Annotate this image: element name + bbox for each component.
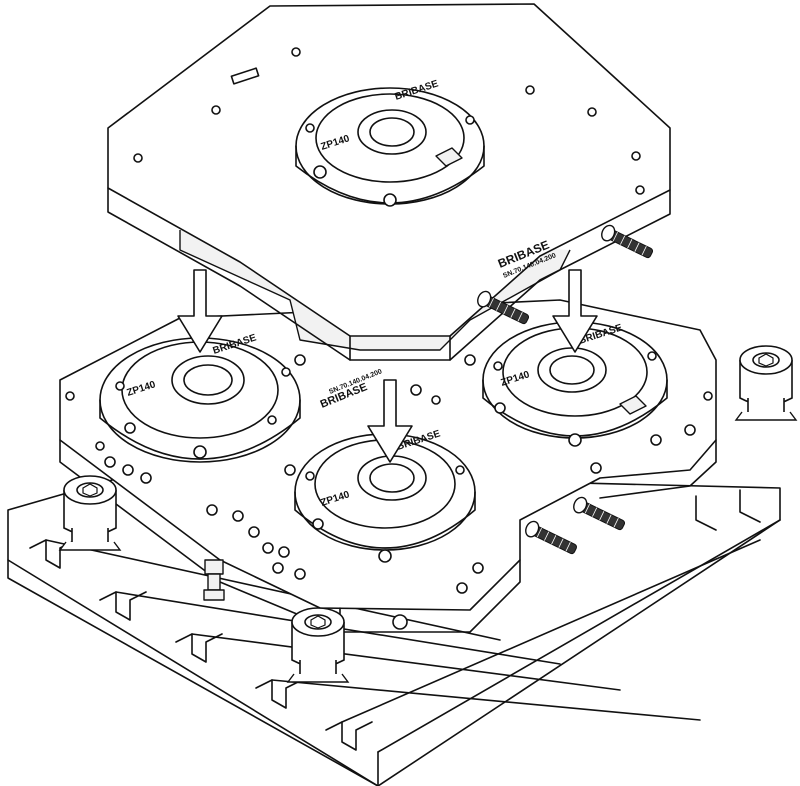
- locking-key: [619, 395, 647, 415]
- bolt-icon: [598, 222, 656, 263]
- top-pin: ZP140 BRIBASE: [295, 78, 485, 207]
- fitting-icon: [203, 559, 225, 601]
- receiver-center: ZP140 BRIBASE: [294, 428, 476, 563]
- tslot-table: [7, 471, 781, 786]
- plate-holes: [65, 354, 713, 594]
- clamp-icon: [735, 345, 797, 421]
- receiver-left: ZP140 BRIBASE: [99, 332, 301, 463]
- receiver-right: ZP140 BRIBASE: [482, 321, 668, 447]
